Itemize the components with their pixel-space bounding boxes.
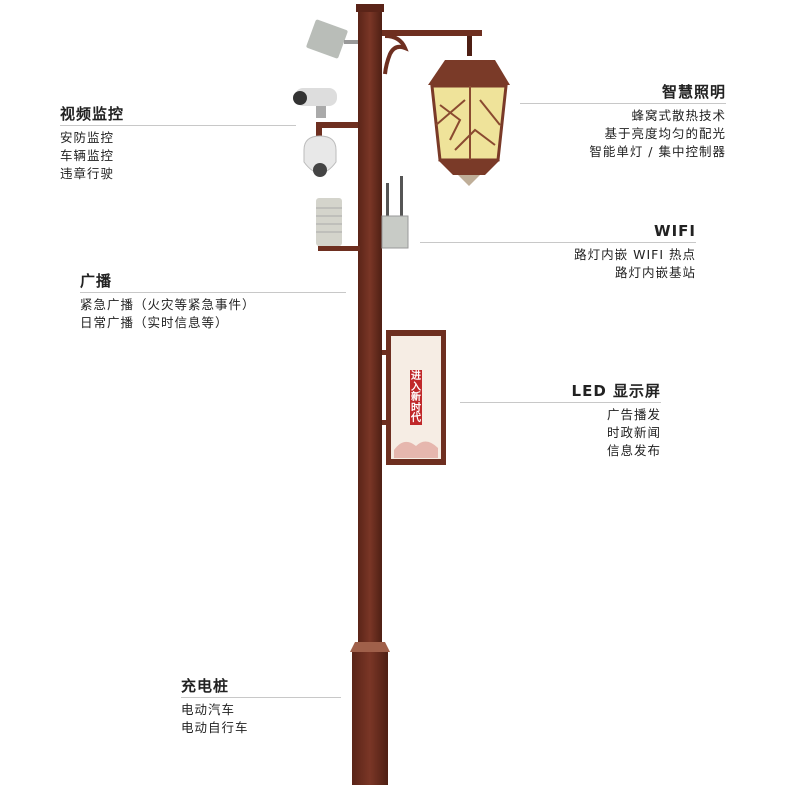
- divider: [520, 103, 726, 104]
- section-title: 视频监控: [60, 105, 125, 123]
- poster-red-banner: [410, 370, 422, 425]
- list-item: 智能单灯 / 集中控制器: [589, 144, 726, 159]
- camera-bracket-drop: [316, 122, 322, 136]
- wifi-router: [381, 176, 409, 249]
- charging-pile-section: 充电桩 电动汽车 电动自行车: [181, 676, 341, 737]
- section-title: LED 显示屏: [571, 382, 661, 400]
- charging-pile-base: [352, 652, 388, 785]
- arm-ornament: [383, 34, 409, 75]
- list-item: 路灯内嵌基站: [614, 265, 696, 280]
- section-title: WIFI: [654, 222, 696, 240]
- divider: [181, 697, 341, 698]
- list-item: 安防监控: [60, 130, 115, 145]
- divider: [60, 125, 296, 126]
- lamp-arm: [382, 30, 482, 36]
- wireless-ap-box: [306, 19, 358, 59]
- divider: [80, 292, 346, 293]
- wifi-section: WIFI 路灯内嵌 WIFI 热点 路灯内嵌基站: [420, 221, 696, 282]
- led-display-section: LED 显示屏 广告播发 时政新闻 信息发布: [460, 381, 661, 460]
- list-item: 电动自行车: [181, 720, 249, 735]
- speaker-weather-unit: [316, 198, 342, 246]
- section-title: 智慧照明: [661, 83, 726, 101]
- base-collar: [350, 642, 390, 652]
- list-item: 信息发布: [606, 443, 661, 458]
- video-surveillance-section: 视频监控 安防监控 车辆监控 违章行驶: [60, 104, 296, 183]
- lantern-lamp: [428, 60, 510, 186]
- poster-text: 进入新时代: [411, 371, 421, 424]
- poster-decoration: [394, 441, 438, 458]
- list-item: 路灯内嵌 WIFI 热点: [574, 247, 696, 262]
- section-title: 广播: [80, 272, 113, 290]
- camera-bracket: [316, 122, 358, 128]
- list-item: 时政新闻: [606, 425, 661, 440]
- list-item: 紧急广播（火灾等紧急事件）: [80, 297, 256, 312]
- dome-camera: [303, 135, 337, 177]
- broadcast-section: 广播 紧急广播（火灾等紧急事件） 日常广播（实时信息等）: [80, 271, 346, 332]
- lamp-hanger: [467, 36, 472, 56]
- speaker-bracket: [318, 246, 360, 251]
- list-item: 车辆监控: [60, 148, 115, 163]
- pole-cap: [356, 4, 384, 12]
- list-item: 广告播发: [606, 407, 661, 422]
- list-item: 电动汽车: [181, 702, 236, 717]
- divider: [460, 402, 661, 403]
- pole: [358, 6, 382, 656]
- list-item: 日常广播（实时信息等）: [80, 315, 229, 330]
- list-item: 基于亮度均匀的配光: [604, 126, 726, 141]
- divider: [420, 242, 696, 243]
- smart-lighting-section: 智慧照明 蜂窝式散热技术 基于亮度均匀的配光 智能单灯 / 集中控制器: [520, 82, 726, 161]
- section-title: 充电桩: [181, 677, 230, 695]
- list-item: 违章行驶: [60, 166, 115, 181]
- list-item: 蜂窝式散热技术: [631, 108, 726, 123]
- bullet-camera: [293, 88, 337, 118]
